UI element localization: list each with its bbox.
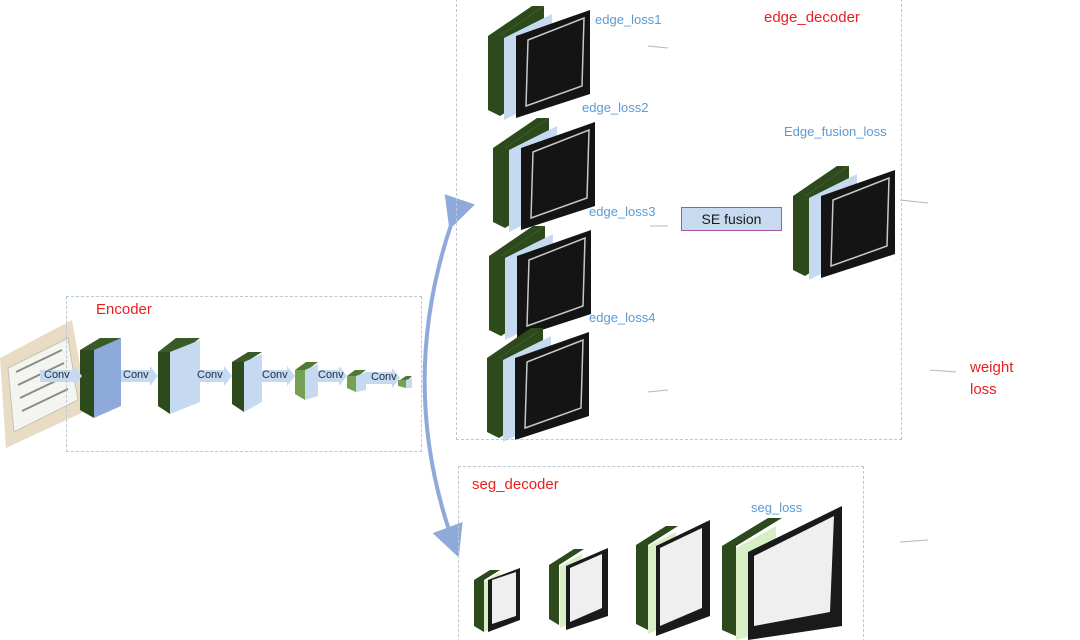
conv-label-1: Conv [44,369,70,381]
loss-label: loss [970,381,997,398]
edge-decoder-title: edge_decoder [764,9,860,26]
weight-label: weight [970,359,1014,376]
edge-feature-blocks [487,6,895,442]
se-fusion-block: SE fusion [681,207,782,231]
encoder-blocks [80,338,412,418]
seg-loss-label: seg_loss [751,500,803,515]
encoder-arrows [40,366,400,388]
encoder-title: Encoder [96,301,152,318]
edge-loss3-label: edge_loss3 [589,204,656,219]
edge-fusion-loss-label: Edge_fusion_loss [784,124,887,139]
edge-loss4-label: edge_loss4 [589,310,656,325]
conv-label-4: Conv [262,369,288,381]
conv-label-5: Conv [318,369,344,381]
edge-decoder-box [456,0,902,440]
conv-label-6: Conv [371,371,397,383]
edge-loss2-label: edge_loss2 [582,100,649,115]
loss-leader-lines [647,45,957,543]
edge-loss1-label: edge_loss1 [595,12,662,27]
conv-label-3: Conv [197,369,223,381]
seg-decoder-title: seg_decoder [472,476,559,493]
seg-decoder-box [458,466,864,640]
branch-arrow [422,194,475,558]
seg-feature-blocks [474,506,842,640]
conv-label-2: Conv [123,369,149,381]
encoder-box [66,296,422,452]
